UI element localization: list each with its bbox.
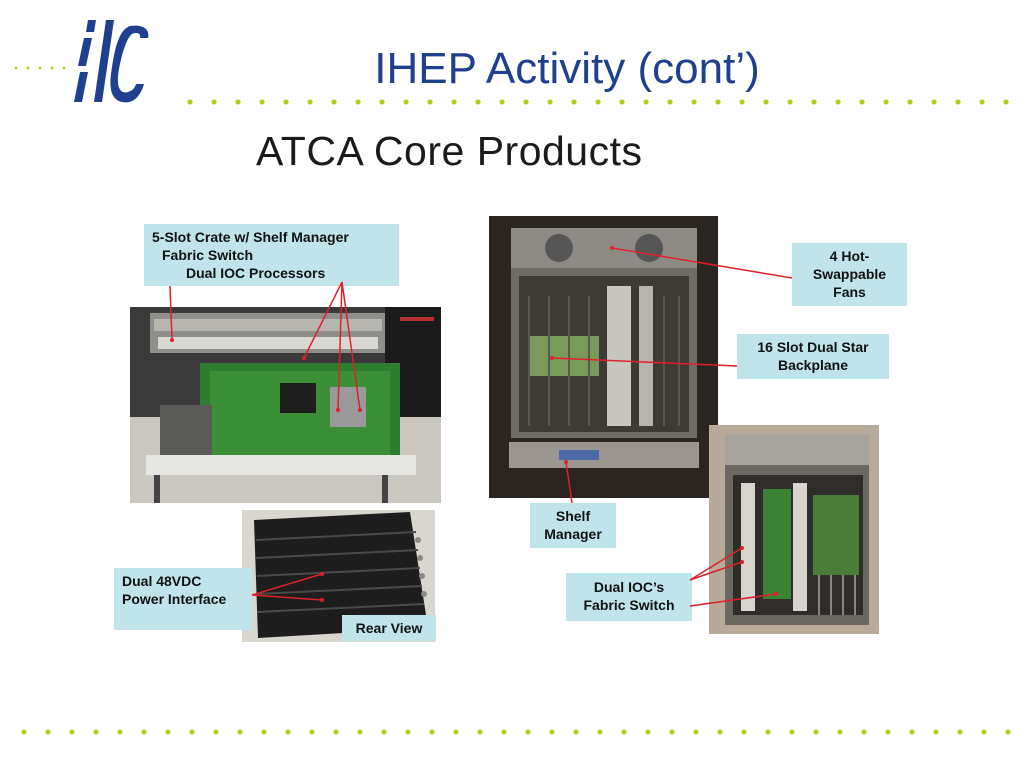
shelf-manager-label-line2: Manager bbox=[544, 526, 602, 542]
shelf-manager-label: Shelf Manager bbox=[530, 503, 616, 548]
backplane-label: 16 Slot Dual Star Backplane bbox=[737, 334, 889, 379]
ilc-logo-icon bbox=[74, 20, 149, 103]
ioc-chassis-photo bbox=[709, 425, 879, 634]
backplane-label-line1: 16 Slot Dual Star bbox=[757, 339, 869, 355]
fans-label-line3: Fans bbox=[833, 284, 866, 300]
ioc-fabric-label-line1: Dual IOC’s bbox=[593, 579, 665, 595]
ioc-fabric-label: Dual IOC’s Fabric Switch bbox=[566, 573, 692, 621]
logo-dot-trail bbox=[10, 66, 72, 70]
ioc-fabric-label-line2: Fabric Switch bbox=[583, 597, 675, 613]
power-interface-label: Dual 48VDC Power Interface bbox=[114, 568, 252, 630]
footer-dot-divider bbox=[12, 729, 1016, 735]
power-interface-label-line1: Dual 48VDC bbox=[122, 573, 202, 589]
ilc-logo: ilc bbox=[74, 16, 154, 106]
page-title: IHEP Activity (cont’) bbox=[374, 44, 760, 93]
crate-label-line2: Fabric Switch bbox=[162, 247, 254, 263]
crate-label-line1: 5-Slot Crate w/ Shelf Manager bbox=[152, 229, 349, 245]
fans-label: 4 Hot- Swappable Fans bbox=[792, 243, 907, 306]
backplane-photo bbox=[489, 216, 718, 498]
shelf-manager-label-line1: Shelf bbox=[555, 508, 591, 524]
fans-label-line2: Swappable bbox=[812, 266, 887, 282]
crate-photo bbox=[130, 307, 441, 503]
crate-label: 5-Slot Crate w/ Shelf Manager Fabric Swi… bbox=[144, 224, 399, 286]
fans-label-line1: 4 Hot- bbox=[829, 248, 870, 264]
header-dot-divider bbox=[178, 99, 1014, 105]
rear-view-label: Rear View bbox=[342, 615, 436, 641]
backplane-label-line2: Backplane bbox=[777, 357, 849, 373]
section-subtitle: ATCA Core Products bbox=[256, 128, 643, 174]
power-interface-label-line2: Power Interface bbox=[122, 591, 227, 607]
rear-view-label-text: Rear View bbox=[355, 620, 423, 636]
crate-label-line3: Dual IOC Processors bbox=[186, 265, 326, 281]
